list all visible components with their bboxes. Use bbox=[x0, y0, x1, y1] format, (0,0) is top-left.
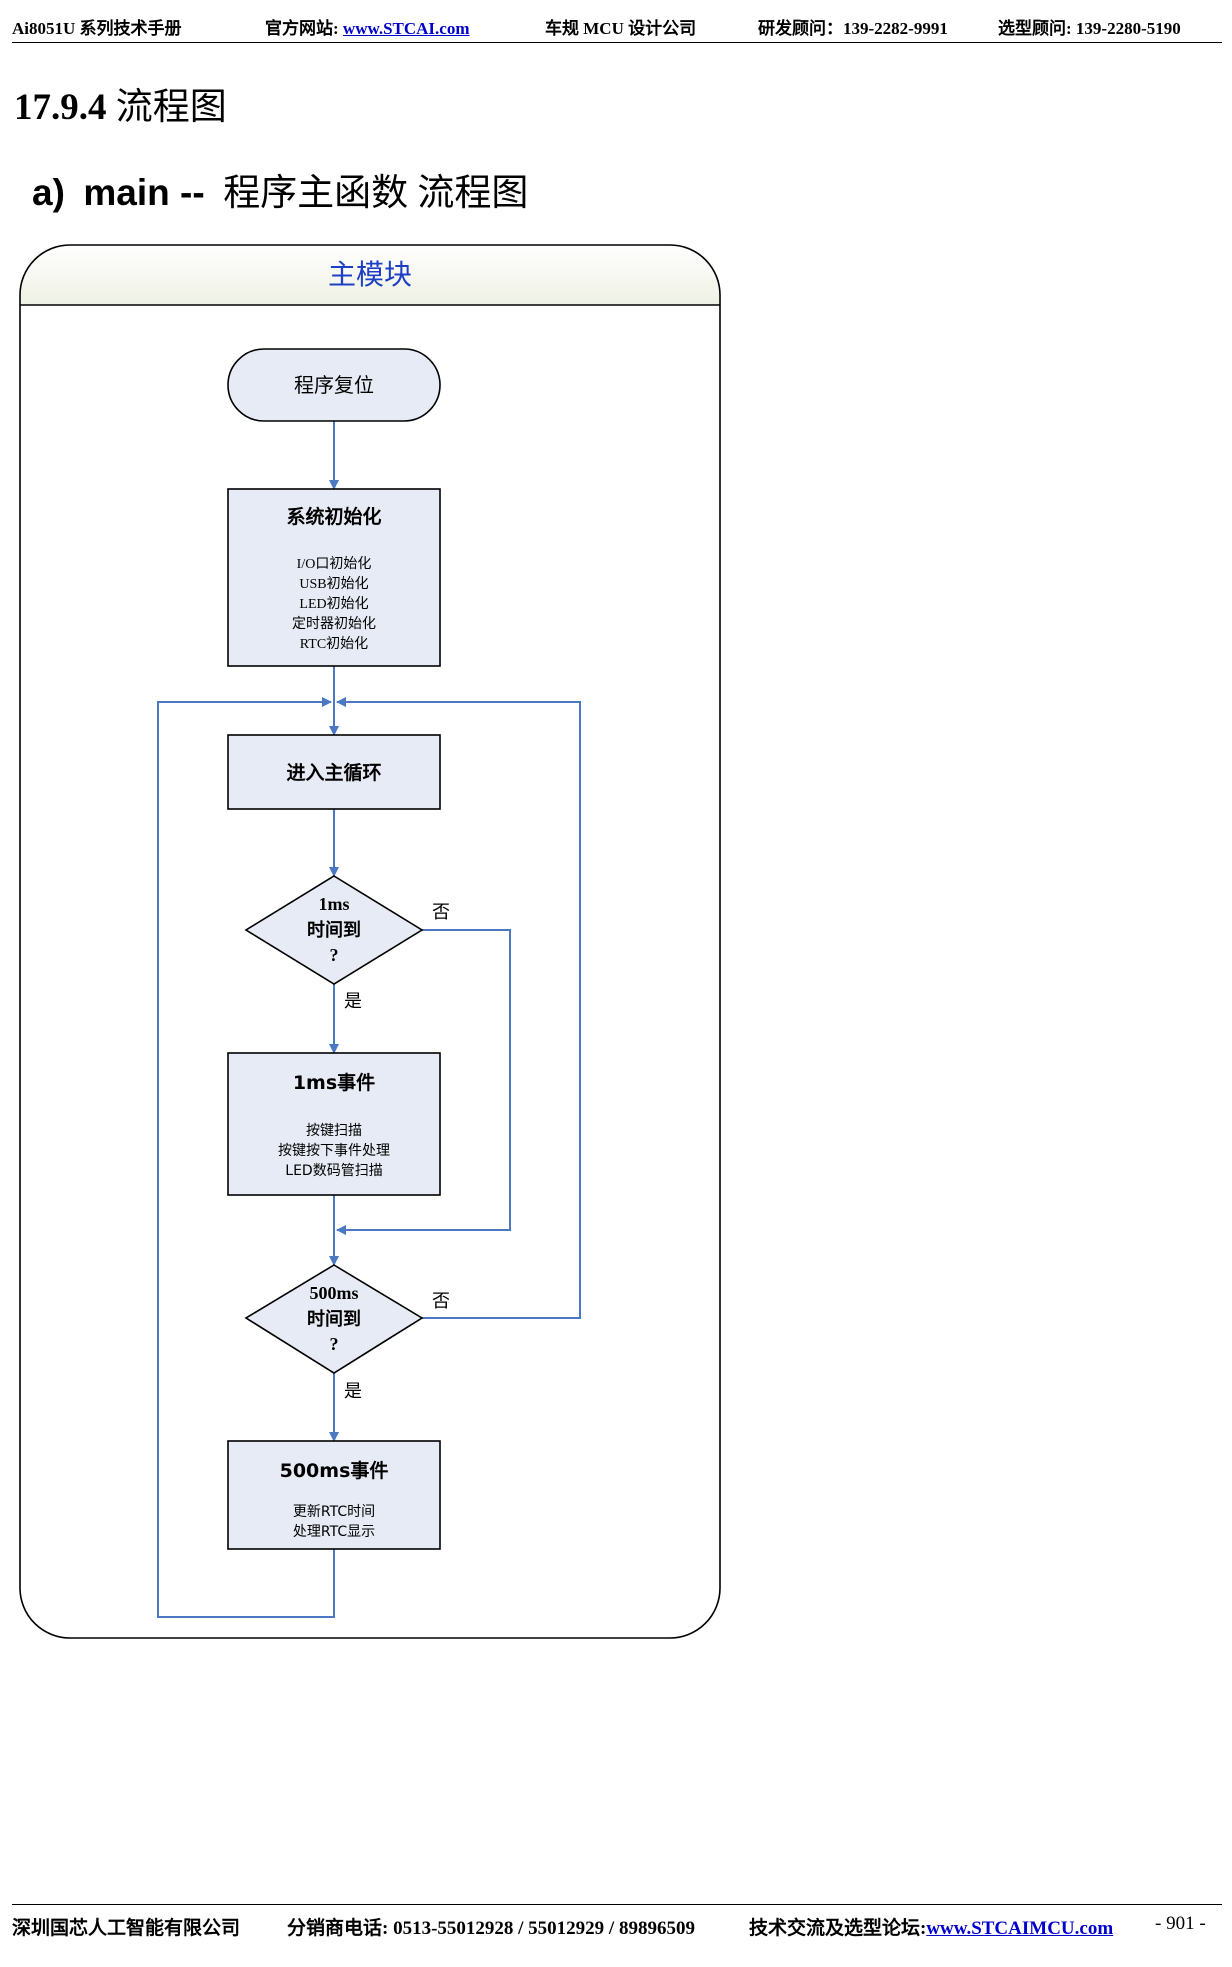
init-item: 定时器初始化 bbox=[292, 615, 376, 632]
main-loop-label: 进入主循环 bbox=[286, 761, 381, 784]
event-1ms-item: 按键按下事件处理 bbox=[278, 1143, 390, 1159]
rd-consultant: 研发顾问：139-2282-9991 bbox=[758, 19, 948, 38]
subsection-heading: a) main -- 程序主函数 流程图 bbox=[32, 162, 528, 216]
panel-border bbox=[19, 244, 721, 1639]
footer-forum-link[interactable]: www.STCAIMCU.com bbox=[926, 1918, 1114, 1939]
init-title: 系统初始化 bbox=[286, 505, 381, 528]
footer-company: 深圳国芯人工智能有限公司 bbox=[12, 1918, 241, 1939]
event-500ms-item: 更新RTC时间 bbox=[293, 1504, 375, 1520]
page-footer: 深圳国芯人工智能有限公司 分销商电话: 0513-55012928 / 5501… bbox=[12, 1904, 1222, 1945]
section-number: 17.9.4 bbox=[14, 87, 107, 128]
start-terminal bbox=[227, 348, 441, 422]
section-title: 流程图 bbox=[115, 87, 227, 128]
footer-distributor-phone: 分销商电话: 0513-55012928 / 55012929 / 898965… bbox=[287, 1918, 695, 1939]
decision-500ms-line: 500ms bbox=[310, 1283, 359, 1303]
decision-500ms-line: ? bbox=[330, 1334, 339, 1354]
subsection-label: a) bbox=[32, 172, 65, 213]
arrow-decision1-no bbox=[336, 929, 511, 1235]
event-1ms-item: LED数码管扫描 bbox=[285, 1163, 382, 1179]
decision-1ms bbox=[244, 875, 424, 985]
decision-500ms-line: 时间到 bbox=[307, 1309, 361, 1330]
decision-500ms bbox=[244, 1264, 424, 1374]
footer-forum: 技术交流及选型论坛:www.STCAIMCU.com bbox=[749, 1913, 1113, 1940]
subsection-title: 程序主函数 流程图 bbox=[223, 173, 529, 214]
subsection-function-name: main -- bbox=[83, 172, 205, 213]
footer-forum-label: 技术交流及选型论坛: bbox=[749, 1918, 927, 1939]
event-500ms-title: 500ms事件 bbox=[280, 1459, 389, 1482]
decision-1ms-no-label: 否 bbox=[432, 902, 450, 923]
manual-title: Ai8051U 系列技术手册 bbox=[12, 19, 182, 38]
init-item: I/O口初始化 bbox=[297, 555, 372, 572]
page-number: - 901 - bbox=[1155, 1913, 1206, 1934]
event-1ms-items: 按键扫描 按键按下事件处理 LED数码管扫描 bbox=[278, 1123, 390, 1179]
event-1ms-item: 按键扫描 bbox=[306, 1123, 362, 1139]
website-label: 官方网站: bbox=[265, 19, 343, 38]
event-500ms-item: 处理RTC显示 bbox=[293, 1524, 375, 1540]
section-heading: 17.9.4 流程图 bbox=[14, 76, 227, 130]
event-500ms-box bbox=[227, 1440, 441, 1550]
decision-1ms-line: ? bbox=[330, 945, 339, 965]
flowchart-panel: 主模块 bbox=[19, 244, 721, 1639]
panel-title: 主模块 bbox=[328, 258, 412, 291]
website: 官方网站: www.STCAI.com bbox=[265, 14, 469, 39]
event-1ms-box bbox=[227, 1052, 441, 1196]
decision-1ms-line: 时间到 bbox=[307, 920, 361, 941]
company-slogan: 车规 MCU 设计公司 bbox=[545, 19, 697, 38]
start-label: 程序复位 bbox=[294, 373, 374, 397]
selection-consultant: 选型顾问: 139-2280-5190 bbox=[998, 19, 1181, 38]
flow-connectors bbox=[157, 421, 581, 1618]
decision-1ms-line: 1ms bbox=[319, 894, 350, 914]
decision-500ms-yes-label: 是 bbox=[344, 1381, 362, 1402]
arrow-decision2-no bbox=[336, 697, 581, 1319]
init-box bbox=[227, 488, 441, 667]
init-item: LED初始化 bbox=[299, 595, 368, 612]
init-items: I/O口初始化 USB初始化 LED初始化 定时器初始化 RTC初始化 bbox=[292, 555, 376, 652]
panel-header-band bbox=[20, 245, 720, 305]
event-500ms-items: 更新RTC时间 处理RTC显示 bbox=[293, 1504, 375, 1540]
main-loop-box bbox=[227, 734, 441, 810]
page-header: Ai8051U 系列技术手册 官方网站: www.STCAI.com 车规 MC… bbox=[12, 12, 1222, 43]
init-item: USB初始化 bbox=[299, 575, 368, 592]
arrow-loop-back bbox=[157, 697, 335, 1618]
init-item: RTC初始化 bbox=[300, 635, 368, 652]
event-1ms-title: 1ms事件 bbox=[293, 1071, 375, 1094]
website-link[interactable]: www.STCAI.com bbox=[342, 19, 470, 38]
decision-1ms-yes-label: 是 bbox=[344, 991, 362, 1012]
decision-500ms-no-label: 否 bbox=[432, 1291, 450, 1312]
